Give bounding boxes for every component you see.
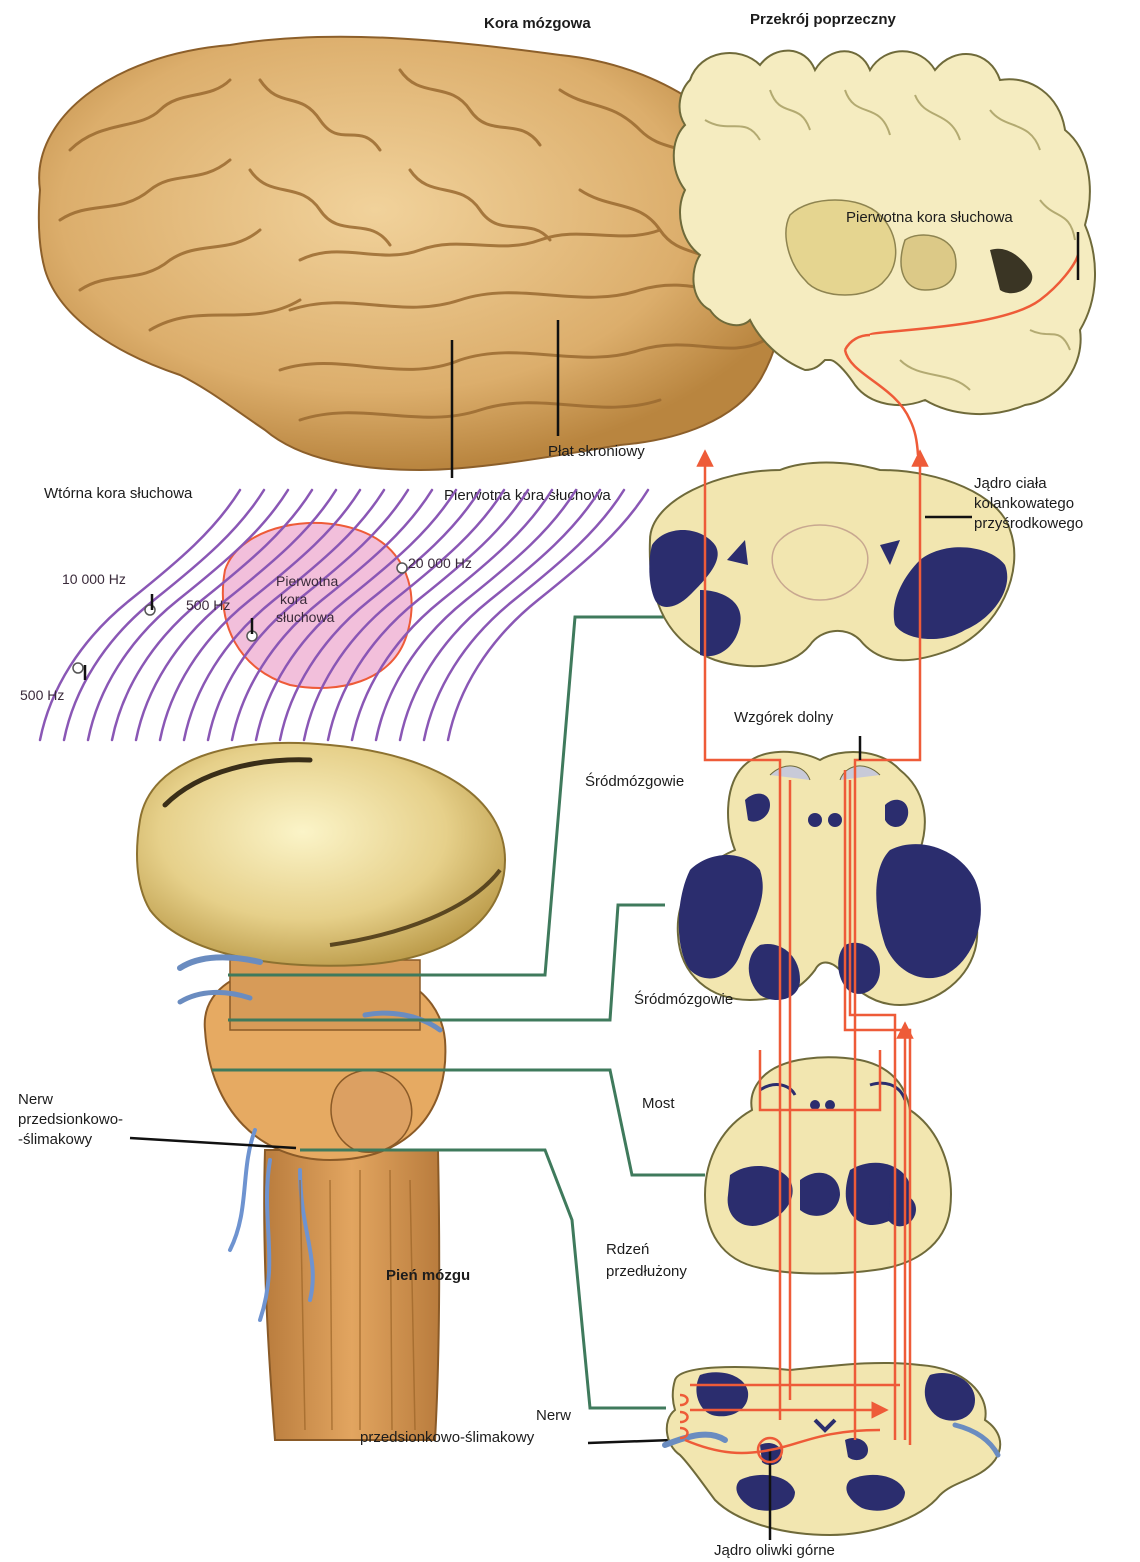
map-center-line2: kora <box>280 591 307 607</box>
map-center-line3: słuchowa <box>276 609 335 625</box>
nerve-bottom-line1: Nerw <box>536 1407 571 1424</box>
cortex-title: Kora mózgowa <box>484 15 591 32</box>
midbrain-label-1: Śródmózgowie <box>585 772 684 790</box>
mgn-label-line1: Jądro ciała <box>974 475 1047 492</box>
inferior-colliculus-label: Wzgórek dolny <box>734 709 834 726</box>
section-pons <box>705 1057 951 1273</box>
midbrain-label-2: Śródmózgowie <box>634 990 733 1008</box>
freq-10000-label: 10 000 Hz <box>62 571 126 587</box>
section-midbrain <box>678 752 981 1005</box>
map-center-line1: Pierwotna <box>276 573 338 589</box>
section-medulla <box>665 1363 1000 1540</box>
point-10000hz <box>145 605 155 615</box>
nerve-left-line3: -ślimakowy <box>18 1131 93 1148</box>
medulla-label-line1: Rdzeń <box>606 1241 649 1258</box>
pons-label: Most <box>642 1095 675 1112</box>
nerve-left-line1: Nerw <box>18 1091 53 1108</box>
nerve-bottom-line2: przedsionkowo-ślimakowy <box>360 1429 535 1446</box>
brainstem-illustration <box>137 743 505 1440</box>
temporal-lobe-label: Płat skroniowy <box>548 443 645 460</box>
lateral-brain-illustration <box>39 37 786 478</box>
nerve-bottom-leader <box>588 1440 672 1443</box>
superior-olive-label: Jądro oliwki górne <box>714 1542 835 1559</box>
point-500hz-outer <box>73 663 83 673</box>
secondary-cortex-label: Wtórna kora słuchowa <box>44 485 193 502</box>
freq-500-outer-label: 500 Hz <box>20 687 64 703</box>
tonotopic-map <box>40 490 648 740</box>
freq-20000-label: 20 000 Hz <box>408 555 472 571</box>
brainstem-title: Pień mózgu <box>386 1267 470 1284</box>
section-primary-cortex-label: Pierwotna kora słuchowa <box>846 209 1013 226</box>
freq-500-inner-label: 500 Hz <box>186 597 230 613</box>
nerve-left-line2: przedsionkowo- <box>18 1111 123 1128</box>
point-20000hz <box>397 563 407 573</box>
cross-section-title: Przekrój poprzeczny <box>750 11 897 28</box>
medulla-label-line2: przedłużony <box>606 1263 687 1280</box>
mgn-label-line3: przyśrodkowego <box>974 515 1083 532</box>
mgn-label-line2: kolankowatego <box>974 495 1074 512</box>
